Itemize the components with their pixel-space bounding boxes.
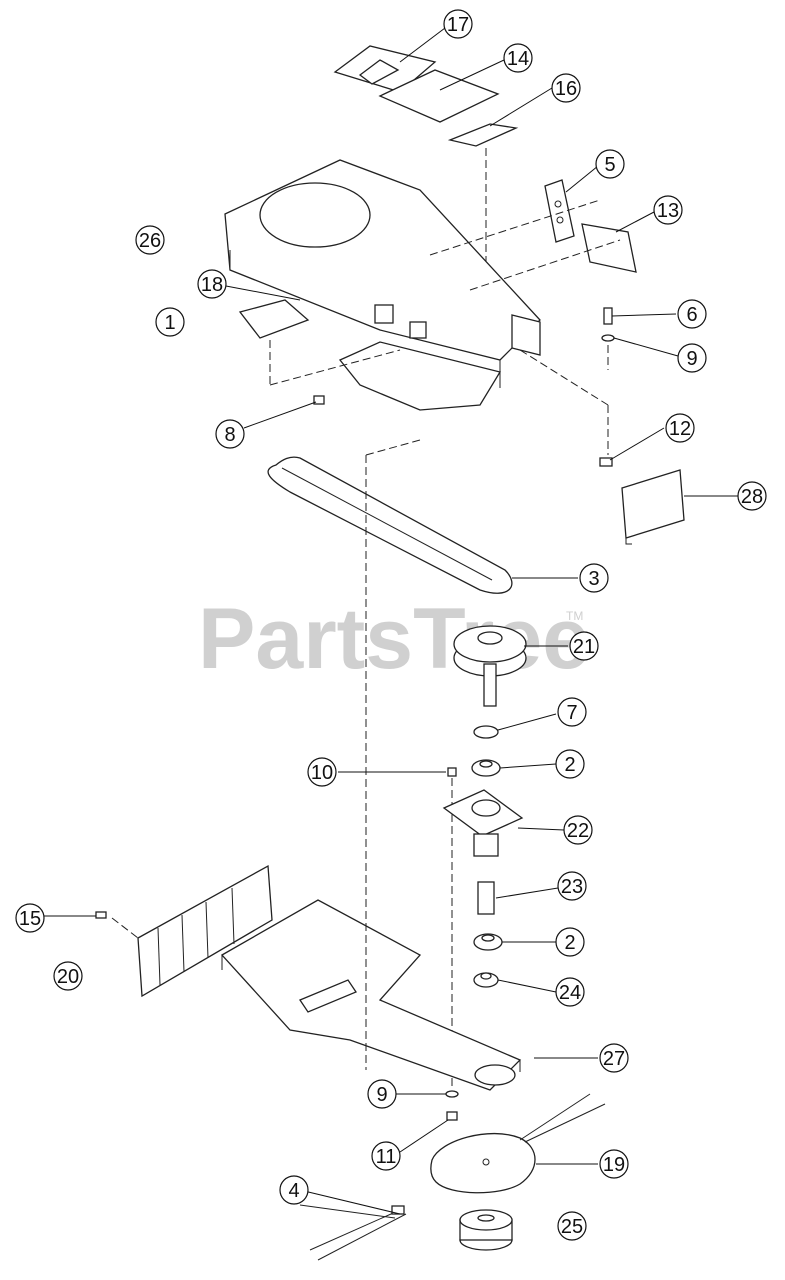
svg-text:6: 6 bbox=[686, 304, 697, 326]
svg-text:22: 22 bbox=[567, 820, 589, 842]
svg-text:23: 23 bbox=[561, 876, 583, 898]
leader-lines bbox=[44, 27, 740, 1215]
callout: 18 bbox=[197, 269, 227, 299]
bushing-24 bbox=[473, 972, 499, 988]
washer-9-lower bbox=[445, 1090, 459, 1098]
main-housing bbox=[224, 159, 621, 411]
svg-text:24: 24 bbox=[559, 982, 581, 1004]
svg-text:21: 21 bbox=[573, 636, 595, 658]
bearing-2-lower bbox=[473, 933, 503, 951]
svg-text:25: 25 bbox=[561, 1216, 583, 1238]
svg-text:5: 5 bbox=[604, 154, 615, 176]
pulley-21 bbox=[453, 625, 527, 707]
callout: 22 bbox=[563, 815, 593, 845]
svg-text:27: 27 bbox=[603, 1048, 625, 1070]
svg-text:12: 12 bbox=[669, 418, 691, 440]
decal-5 bbox=[544, 179, 575, 243]
callout: 25 bbox=[557, 1211, 587, 1241]
callout: 6 bbox=[677, 299, 707, 329]
svg-text:8: 8 bbox=[224, 424, 235, 446]
clip-12-bracket-28 bbox=[599, 457, 685, 545]
callout: 8 bbox=[215, 419, 245, 449]
callout: 13 bbox=[653, 195, 683, 225]
callout: 28 bbox=[737, 481, 767, 511]
callout: 24 bbox=[555, 977, 585, 1007]
svg-text:19: 19 bbox=[603, 1154, 625, 1176]
nut-11 bbox=[446, 1111, 458, 1121]
svg-text:26: 26 bbox=[139, 230, 161, 252]
callout: 9 bbox=[367, 1079, 397, 1109]
svg-text:17: 17 bbox=[447, 14, 469, 36]
svg-text:2: 2 bbox=[564, 754, 575, 776]
svg-text:18: 18 bbox=[201, 274, 223, 296]
callout: 9 bbox=[677, 343, 707, 373]
watermark: PartsTree bbox=[198, 591, 590, 687]
callout: 5 bbox=[595, 149, 625, 179]
bolt-8 bbox=[313, 395, 325, 405]
spool-25 bbox=[459, 1209, 513, 1251]
svg-text:11: 11 bbox=[376, 1146, 397, 1168]
callout: 4 bbox=[279, 1175, 309, 1205]
callout: 27 bbox=[599, 1043, 629, 1073]
callout: 17 bbox=[443, 9, 473, 39]
belt-3 bbox=[267, 456, 513, 594]
callout: 15 bbox=[15, 903, 45, 933]
svg-text:10: 10 bbox=[311, 762, 333, 784]
shield-20 bbox=[111, 864, 273, 998]
callout: 11 bbox=[371, 1141, 401, 1171]
svg-text:7: 7 bbox=[566, 702, 577, 724]
callout: 14 bbox=[503, 43, 533, 73]
washer-7 bbox=[473, 725, 499, 739]
svg-text:9: 9 bbox=[686, 348, 697, 370]
svg-text:9: 9 bbox=[376, 1084, 387, 1106]
svg-text:28: 28 bbox=[741, 486, 763, 508]
screw-15 bbox=[95, 911, 107, 919]
decal-18 bbox=[238, 299, 310, 339]
svg-text:16: 16 bbox=[555, 78, 577, 100]
callout: 12 bbox=[665, 413, 695, 443]
svg-text:15: 15 bbox=[19, 908, 41, 930]
decal-17-14-16 bbox=[333, 45, 519, 310]
callout: 3 bbox=[579, 563, 609, 593]
callout: 26 bbox=[135, 225, 165, 255]
spacer-23 bbox=[477, 881, 495, 915]
callout: 19 bbox=[599, 1149, 629, 1179]
svg-text:2: 2 bbox=[564, 932, 575, 954]
callout: 1 bbox=[155, 307, 185, 337]
svg-text:4: 4 bbox=[288, 1180, 299, 1202]
svg-text:3: 3 bbox=[588, 568, 599, 590]
trimmer-line-4 bbox=[299, 1204, 407, 1261]
callout: 10 bbox=[307, 757, 337, 787]
deck-frame-27 bbox=[220, 439, 522, 1091]
callout: 21 bbox=[569, 631, 599, 661]
callout: 7 bbox=[557, 697, 587, 727]
svg-text:14: 14 bbox=[507, 48, 529, 70]
svg-text:1: 1 bbox=[164, 312, 175, 334]
callout: 20 bbox=[53, 961, 83, 991]
callout: 23 bbox=[557, 871, 587, 901]
svg-text:13: 13 bbox=[657, 200, 679, 222]
watermark-trademark: TM bbox=[566, 609, 583, 623]
decal-13 bbox=[581, 223, 637, 273]
blade-disc-19 bbox=[430, 1093, 606, 1194]
svg-text:20: 20 bbox=[57, 966, 79, 988]
housing-22 bbox=[442, 789, 524, 857]
callout: 2 bbox=[555, 749, 585, 779]
bearing-2-upper bbox=[471, 759, 501, 777]
callout: 16 bbox=[551, 73, 581, 103]
callout: 2 bbox=[555, 927, 585, 957]
